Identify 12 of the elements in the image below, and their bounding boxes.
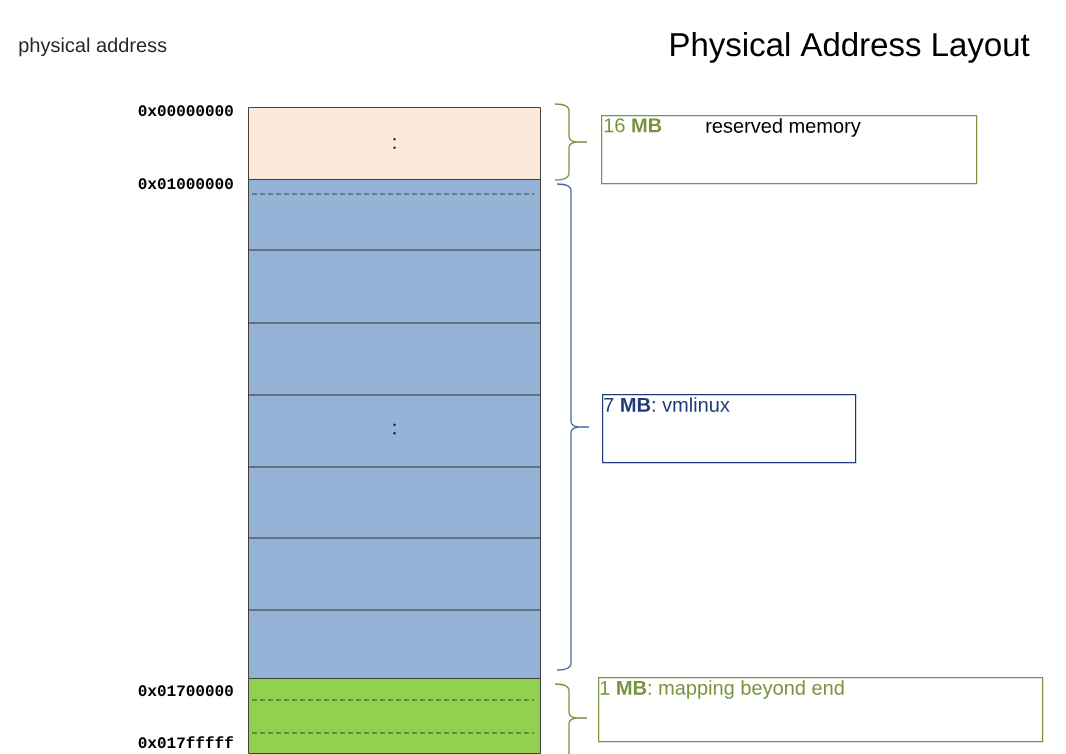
address-label: 0x01000000 (138, 178, 233, 190)
address-label: 0x00000000 (138, 105, 233, 117)
address-label: 0x01700000 (138, 685, 233, 697)
note-box: 16 MB reserved memory (601, 115, 978, 185)
title: Physical Address Layout (671, 32, 1030, 63)
memory-region: : (248, 179, 541, 679)
address-label: 0x017fffff (138, 736, 233, 749)
note-box: 7 MB: vmlinux (602, 394, 857, 464)
note-box: 1 MB: mapping beyond end (598, 677, 1044, 743)
memory-region (248, 678, 541, 754)
memory-region: : (248, 107, 541, 180)
axis-label: physical address (19, 37, 167, 57)
